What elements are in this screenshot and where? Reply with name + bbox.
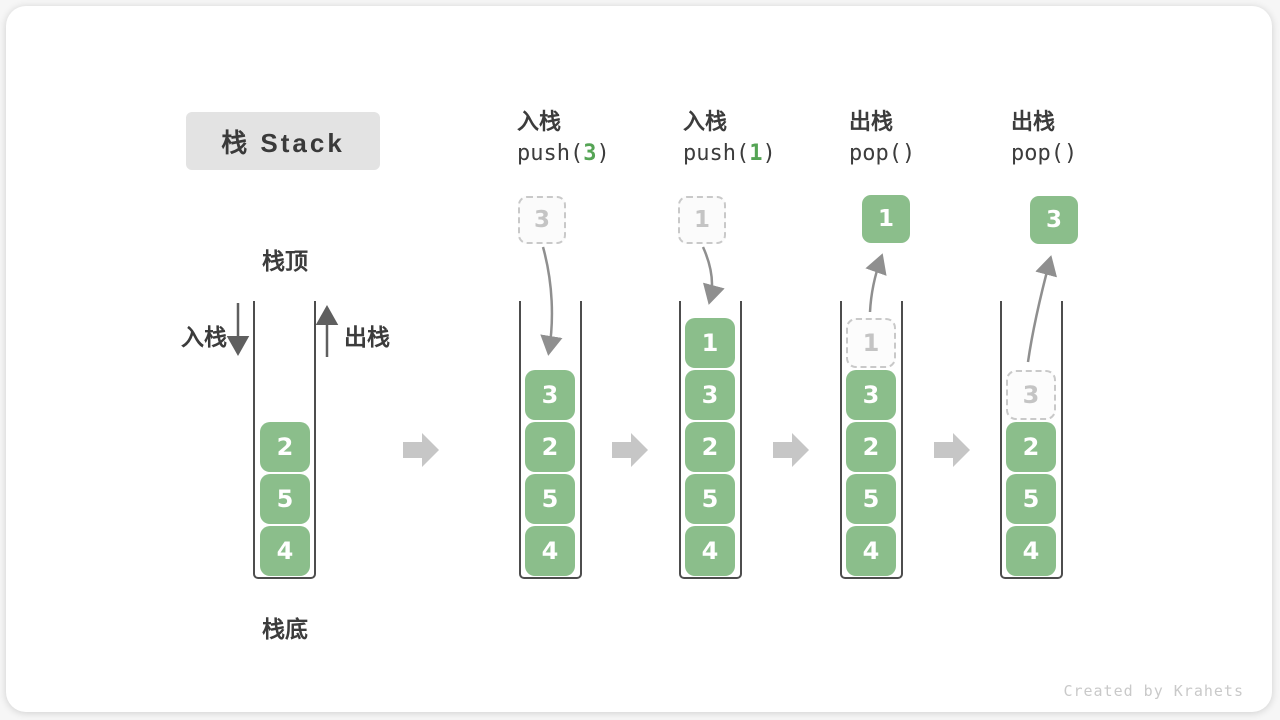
stack-top-label: 栈顶 [262, 248, 308, 274]
stack-cell: 5 [846, 474, 896, 524]
stack-container-after-push-3 [519, 301, 582, 579]
code-post: ) [762, 141, 776, 166]
code-arg: 3 [583, 141, 597, 166]
stack-cell: 4 [685, 526, 735, 576]
stack-cell: 2 [260, 422, 310, 472]
stack-cell: 4 [260, 526, 310, 576]
stack-cell: 2 [846, 422, 896, 472]
code-pre: push( [683, 141, 750, 166]
code-post: ) [596, 141, 610, 166]
stack-cell: 3 [846, 370, 896, 420]
op-header-cn: 出栈 [1011, 109, 1056, 134]
code-pre: push( [517, 141, 584, 166]
op-header-cn: 入栈 [517, 109, 562, 134]
stack-cell: 2 [525, 422, 575, 472]
op-header-code: push(3) [517, 141, 610, 166]
code-pre: pop( [849, 141, 902, 166]
stack-cell: 3 [685, 370, 735, 420]
op-header-pop-1: 出栈 pop() [849, 104, 915, 166]
stack-cell: 2 [685, 422, 735, 472]
stack-cell: 4 [1006, 526, 1056, 576]
stack-cell-ghost: 1 [846, 318, 896, 368]
code-post: ) [901, 141, 916, 166]
stack-container-after-push-1 [679, 301, 742, 579]
code-arg: 1 [749, 141, 763, 166]
op-header-push-1: 入栈 push(1) [683, 104, 776, 166]
stack-cell-ghost: 3 [1006, 370, 1056, 420]
page-title: 栈 Stack [186, 112, 380, 170]
stack-container-after-pop-3 [1000, 301, 1063, 579]
popped-value-3: 3 [1030, 196, 1078, 244]
stack-cell: 5 [685, 474, 735, 524]
stack-cell: 3 [525, 370, 575, 420]
op-header-pop-3: 出栈 pop() [1011, 104, 1077, 166]
stack-cell: 5 [1006, 474, 1056, 524]
moving-value-push-3: 3 [518, 196, 566, 244]
stack-container-after-pop-1 [840, 301, 903, 579]
watermark-credit: Created by Krahets [1063, 682, 1244, 700]
stack-cell: 5 [260, 474, 310, 524]
code-post: ) [1063, 141, 1078, 166]
stack-bottom-label: 栈底 [262, 616, 308, 642]
popped-value-1: 1 [862, 195, 910, 243]
code-pre: pop( [1011, 141, 1064, 166]
stack-container-initial [253, 301, 316, 579]
op-header-code: pop() [849, 141, 915, 166]
pop-side-label: 出栈 [344, 324, 390, 350]
stack-cell: 1 [685, 318, 735, 368]
stack-cell: 5 [525, 474, 575, 524]
stack-cell: 2 [1006, 422, 1056, 472]
op-header-push-3: 入栈 push(3) [517, 104, 610, 166]
stack-cell: 4 [846, 526, 896, 576]
op-header-cn: 入栈 [683, 109, 728, 134]
op-header-cn: 出栈 [849, 109, 894, 134]
stack-cell: 4 [525, 526, 575, 576]
op-header-code: pop() [1011, 141, 1077, 166]
op-header-code: push(1) [683, 141, 776, 166]
push-side-label: 入栈 [181, 324, 227, 350]
moving-value-push-1: 1 [678, 196, 726, 244]
